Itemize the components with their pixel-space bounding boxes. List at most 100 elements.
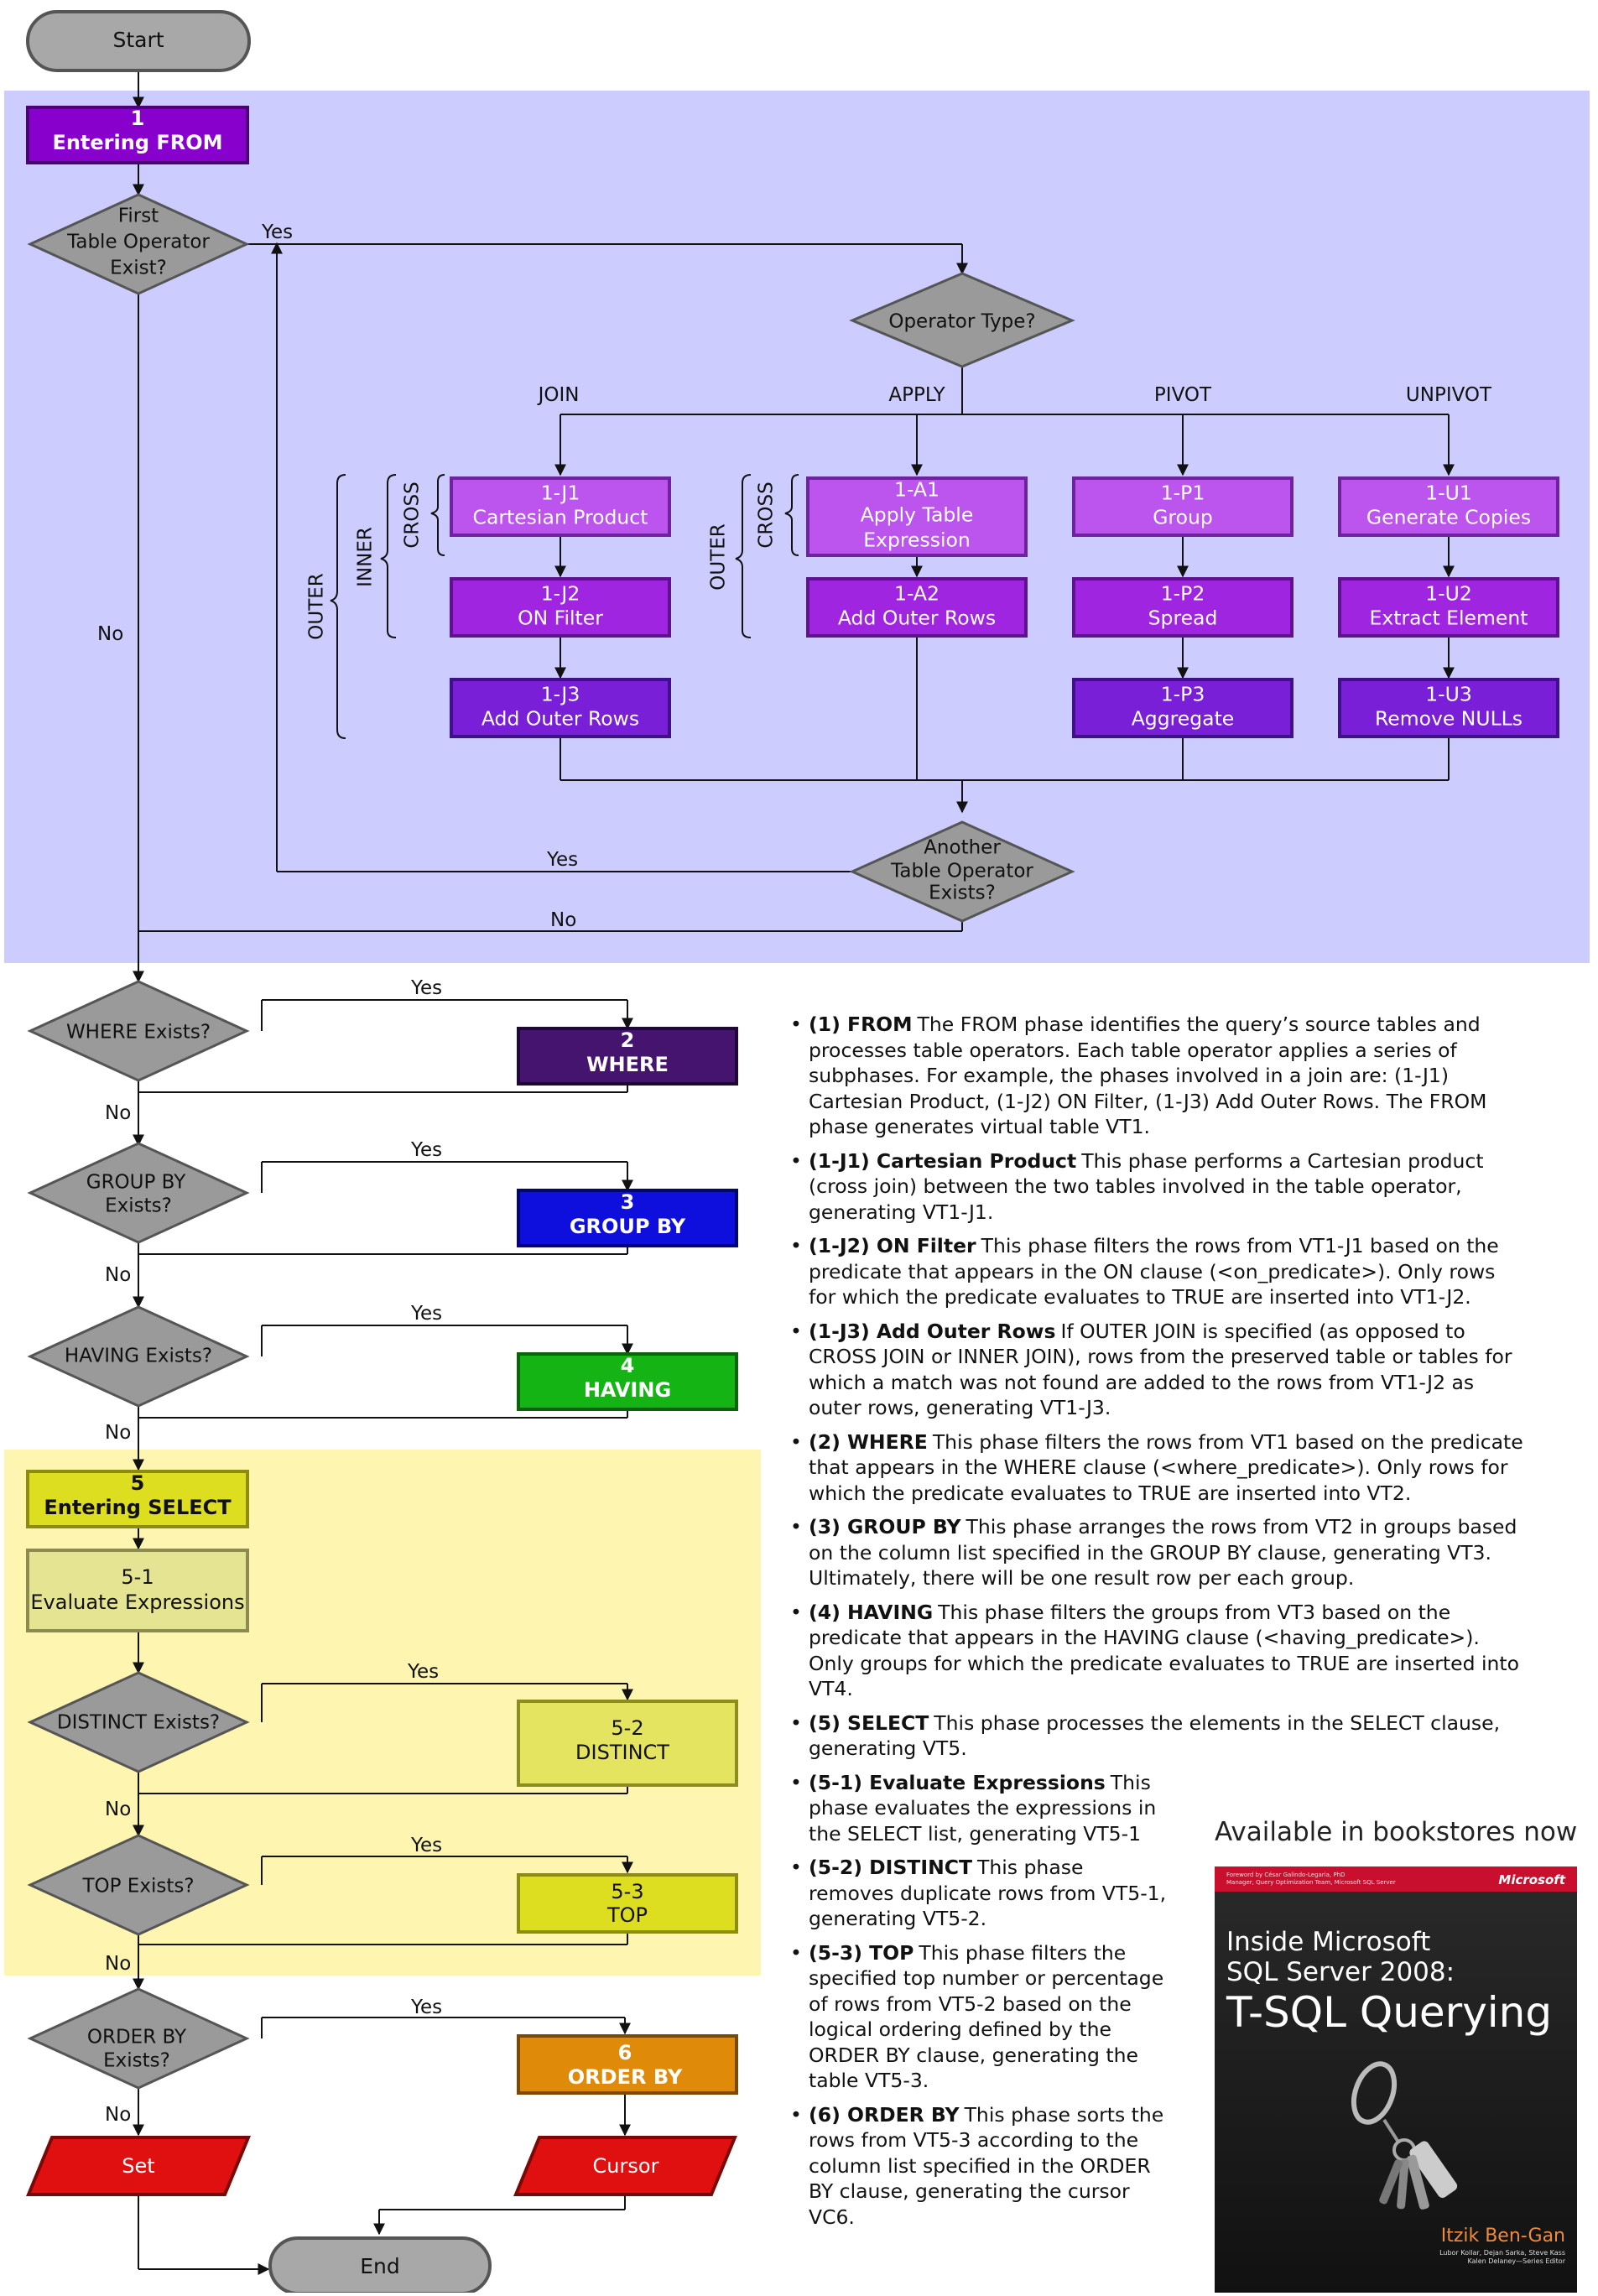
step-4-having: 4 HAVING [517, 1352, 738, 1411]
desc-text: This phase filters the rows from VT1 bas… [809, 1429, 1523, 1505]
foreword-line: Foreword by César Galindo-Legaria, PhD [1226, 1872, 1346, 1878]
decision-line: Table Operator [890, 861, 1033, 882]
subphase-label: DISTINCT [575, 1741, 669, 1764]
subphase-number: 1-A1 [894, 478, 940, 502]
end-label: End [360, 2254, 400, 2278]
subphase-number: 1-P1 [1161, 482, 1205, 505]
step-2-where: 2 WHERE [517, 1027, 738, 1086]
desc-title: (5-1) Evaluate Expressions [809, 1770, 1106, 1794]
desc-title: (1) FROM [809, 1013, 913, 1036]
set-output: Set [26, 2136, 251, 2196]
subphase-1-p2: 1-P2 Spread [1072, 577, 1293, 638]
book-author: Itzik Ben-Gan [1440, 2226, 1565, 2247]
operator-type-decision: Operator Type? [849, 272, 1075, 368]
subphase-1-j2: 1-J2 ON Filter [450, 577, 671, 638]
step-5-entering-select: 5 Entering SELECT [26, 1470, 249, 1528]
subphase-5-1: 5-1 Evaluate Expressions [26, 1549, 249, 1632]
distinct-exists-decision: DISTINCT Exists? [27, 1671, 250, 1773]
desc-text: This phase filters the specified top num… [809, 1940, 1164, 2093]
step-1-entering-from: 1 Entering FROM [26, 106, 249, 164]
subphase-label: Remove NULLs [1375, 707, 1523, 731]
desc-text: The FROM phase identifies the query’s so… [809, 1013, 1487, 1138]
output-label: Set [122, 2154, 154, 2178]
book-title-line-3: T-SQL Querying [1226, 1988, 1553, 2037]
yes-label: Yes [410, 977, 442, 999]
step-number: 5 [131, 1471, 145, 1495]
having-exists-decision: HAVING Exists? [27, 1305, 250, 1408]
step-label: Entering SELECT [44, 1496, 232, 1519]
desc-title: (3) GROUP BY [809, 1515, 961, 1538]
book-title-line-2: SQL Server 2008: [1226, 1957, 1455, 1987]
cross-bracket-label: CROSS [402, 482, 424, 548]
subphase-number: 1-A2 [894, 582, 940, 606]
start-terminal: Start [26, 10, 251, 72]
subphase-label: Expression [863, 528, 971, 552]
decision-line: WHERE Exists? [66, 1022, 211, 1044]
step-label: WHERE [586, 1053, 669, 1076]
publisher-logo: Microsoft [1498, 1872, 1565, 1887]
no-label: No [97, 623, 123, 645]
desc-title: (1-J3) Add Outer Rows [809, 1319, 1056, 1343]
decision-line: Exists? [929, 882, 996, 904]
decision-line: Exists? [103, 2050, 170, 2072]
decision-line: TOP Exists? [81, 1876, 194, 1898]
where-exists-decision: WHERE Exists? [27, 980, 250, 1082]
first-table-operator-decision: First Table Operator Exist? [27, 193, 250, 295]
decision-line: GROUP BY [86, 1172, 186, 1194]
cursor-output: Cursor [513, 2136, 737, 2196]
decision-line: Table Operator [66, 232, 210, 253]
decision-line: Exists? [105, 1195, 172, 1217]
top-exists-decision: TOP Exists? [27, 1834, 250, 1936]
step-label: HAVING [584, 1378, 671, 1402]
subphase-number: 1-J1 [541, 482, 580, 505]
subphase-1-u3: 1-U3 Remove NULLs [1338, 678, 1559, 738]
apply-label: APPLY [888, 384, 945, 406]
no-label: No [105, 1102, 131, 1124]
desc-text: This phase filters the groups from VT3 b… [809, 1600, 1520, 1701]
desc-text: This phase sorts the rows from VT5-3 acc… [809, 2102, 1164, 2229]
no-label: No [550, 909, 576, 931]
desc-title: (6) ORDER BY [809, 2102, 960, 2127]
step-number: 6 [618, 2041, 632, 2064]
output-label: Cursor [593, 2154, 659, 2178]
subphase-5-2: 5-2 DISTINCT [517, 1700, 738, 1787]
subphase-number: 1-J3 [541, 683, 580, 706]
yes-label: Yes [261, 221, 293, 243]
subphase-label: Apply Table [861, 503, 974, 527]
subphase-label: Evaluate Expressions [30, 1591, 244, 1614]
end-terminal: End [268, 2236, 492, 2295]
subphase-number: 5-1 [121, 1565, 154, 1589]
yes-label: Yes [410, 1139, 442, 1161]
subphase-label: Aggregate [1132, 707, 1235, 731]
step-number: 3 [621, 1190, 635, 1214]
subphase-label: Generate Copies [1366, 506, 1531, 529]
subphase-number: 5-3 [611, 1880, 643, 1903]
desc-title: (1-J2) ON Filter [809, 1234, 976, 1257]
desc-text: This phase arranges the rows from VT2 in… [809, 1515, 1517, 1590]
yes-label: Yes [410, 1997, 442, 2018]
subphase-label: Group [1153, 506, 1213, 529]
subphase-label: Add Outer Rows [481, 707, 639, 731]
decision-line: HAVING Exists? [65, 1346, 212, 1367]
unpivot-label: UNPIVOT [1406, 384, 1492, 406]
subphase-label: Cartesian Product [473, 506, 648, 529]
start-label: Start [112, 28, 164, 52]
desc-text: This phase performs a Cartesian product … [809, 1148, 1484, 1224]
subphase-label: Add Outer Rows [838, 607, 996, 630]
step-1-label: Entering FROM [52, 131, 222, 154]
subphase-1-j3: 1-J3 Add Outer Rows [450, 678, 671, 738]
decision-line: Another [924, 837, 1001, 859]
